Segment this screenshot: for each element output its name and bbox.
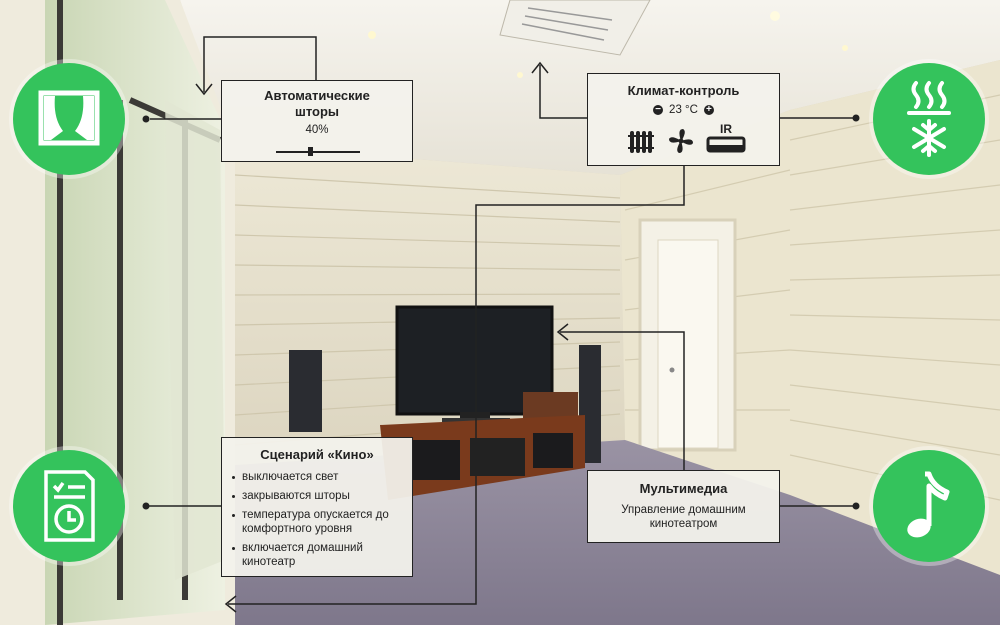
cinema-panel: Сценарий «Кино» выключается свет закрыва… xyxy=(221,437,413,577)
ir-label: IR xyxy=(720,122,732,136)
plus-icon[interactable]: + xyxy=(703,105,714,115)
list-item: закрываются шторы xyxy=(230,489,404,503)
slider-track xyxy=(276,151,360,153)
music-note-icon xyxy=(907,471,950,538)
list-item: выключается свет xyxy=(230,470,404,484)
cinema-title: Сценарий «Кино» xyxy=(260,447,374,462)
minus-icon[interactable]: − xyxy=(653,105,664,115)
heat-snow-circle[interactable] xyxy=(873,63,985,175)
fan-icon[interactable] xyxy=(667,127,695,155)
multimedia-panel: Мультимедиа Управление домашним кинотеат… xyxy=(587,470,780,543)
list-item: температура опускается до комфортного ур… xyxy=(230,508,404,536)
curtains-title: Автоматические шторы xyxy=(264,88,370,119)
radiator-icon[interactable] xyxy=(628,128,654,154)
schedule-circle[interactable] xyxy=(13,450,125,562)
climate-controls: IR xyxy=(588,122,781,158)
curtains-value: 40% xyxy=(305,124,329,136)
curtains-slider[interactable] xyxy=(276,147,360,157)
slider-thumb[interactable] xyxy=(307,147,313,156)
curtains-circle[interactable] xyxy=(13,63,125,175)
temperature-value: 23 °C xyxy=(669,104,698,116)
climate-panel: Климат-контроль − 23 °C + IR xyxy=(587,73,780,166)
multimedia-title: Мультимедиа xyxy=(639,481,728,496)
ir-ac-button[interactable]: IR xyxy=(706,122,746,156)
cinema-steps: выключается свет закрываются шторы темпе… xyxy=(222,470,412,569)
list-item: включается домашний кинотеатр xyxy=(230,541,404,569)
curtains-panel: Автоматические шторы 40% xyxy=(221,80,413,162)
temperature-row: − 23 °C + xyxy=(588,104,779,116)
climate-title: Климат-контроль xyxy=(627,83,740,98)
schedule-document-icon xyxy=(44,470,95,542)
music-circle[interactable] xyxy=(873,450,985,562)
heat-snow-icon xyxy=(907,81,951,157)
multimedia-description: Управление домашним кинотеатром xyxy=(621,504,746,530)
curtains-icon xyxy=(38,90,100,146)
ir-ac-icon xyxy=(706,136,746,153)
